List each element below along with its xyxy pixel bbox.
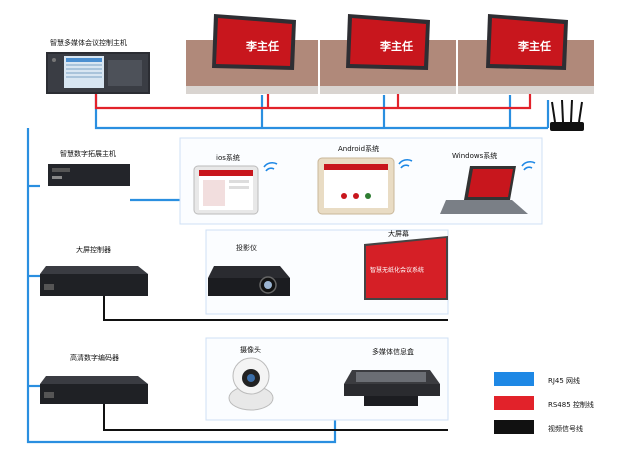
projector-icon (208, 266, 290, 296)
nameplate-terminal-3 (458, 14, 594, 94)
legend-label-rs485: RS485 控制线 (548, 400, 594, 409)
main-host-label: 智慧多媒体会议控制主机 (50, 38, 127, 47)
projector-label: 投影仪 (236, 243, 257, 252)
hd-encoder-label: 高清数字编码器 (70, 353, 119, 362)
legend-swatch-rj45 (494, 372, 534, 386)
big-screen-controller-device (40, 266, 148, 296)
big-screen-label: 大屏幕 (388, 229, 409, 238)
nameplate-2-text: 李主任 (379, 39, 413, 53)
nameplate-3-text: 李主任 (517, 39, 551, 53)
hd-encoder-device (40, 376, 148, 404)
wifi-router-icon (550, 99, 584, 131)
big-screen-controller-label: 大屏控制器 (76, 245, 111, 254)
ios-label: ios系统 (216, 153, 240, 162)
video-cables (103, 296, 448, 431)
windows-laptop-icon (440, 166, 528, 214)
legend: RJ45 网线 RS485 控制线 视频信号线 (494, 372, 594, 434)
android-tablet-icon (317, 157, 395, 215)
legend-swatch-video (494, 420, 534, 434)
camera-icon (228, 357, 274, 411)
wifi-icon (263, 161, 278, 172)
android-label: Android系统 (338, 144, 379, 153)
main-host-device (46, 52, 150, 94)
nameplate-terminal-2 (320, 14, 456, 94)
media-box-label: 多媒体信息盒 (372, 347, 414, 356)
legend-label-video: 视频信号线 (548, 424, 583, 433)
splice-host-label: 智慧数字拓展主机 (60, 149, 116, 158)
big-screen-icon (364, 236, 448, 300)
nameplate-1-text: 李主任 (245, 39, 279, 53)
control-cables (94, 92, 532, 110)
big-screen-text: 智慧无纸化会议系统 (370, 266, 424, 274)
windows-label: Windows系统 (452, 151, 497, 160)
wifi-icon (398, 158, 413, 169)
media-box-icon (344, 370, 440, 406)
ios-tablet-icon (193, 165, 259, 215)
camera-label: 摄像头 (240, 345, 261, 354)
legend-swatch-rs485 (494, 396, 534, 410)
nameplate-terminal-1 (186, 14, 318, 94)
legend-label-rj45: RJ45 网线 (548, 376, 580, 385)
splice-host-device (48, 164, 130, 186)
wifi-icon (521, 160, 536, 171)
